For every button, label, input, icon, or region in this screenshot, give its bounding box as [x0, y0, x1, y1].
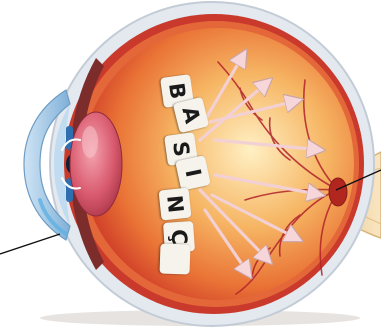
lens: [70, 112, 122, 216]
label-letter-tile-blank: [159, 243, 190, 274]
lens-highlight: [82, 126, 98, 158]
label-letter-tile: I: [175, 155, 211, 191]
pointer-line-left: [0, 234, 60, 254]
optic-disc: [329, 178, 347, 206]
label-letter-tile: N: [159, 188, 192, 221]
vitreous-body: [82, 28, 354, 300]
